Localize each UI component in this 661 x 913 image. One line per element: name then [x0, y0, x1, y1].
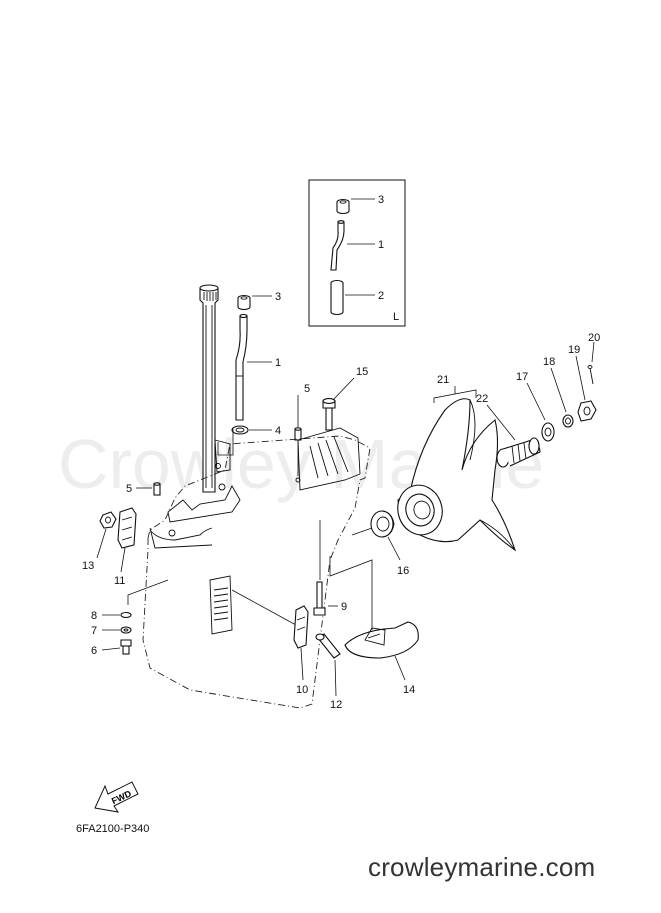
- anode-11: [117, 507, 137, 549]
- nut-13: [99, 511, 117, 529]
- diagram-code: 6FA2100-P340: [76, 823, 149, 835]
- callout-main-13: 13: [82, 560, 94, 572]
- inset-label: L: [393, 311, 399, 323]
- callout-main-20: 20: [588, 332, 600, 344]
- washer-8: [120, 611, 132, 619]
- site-url: crowleymarine.com: [368, 852, 596, 882]
- callout-inset-2: 2: [378, 290, 384, 302]
- washer-7: [120, 626, 132, 634]
- callout-main-3: 3: [275, 291, 281, 303]
- trim-tab-14: [344, 621, 419, 659]
- callout-main-22: 22: [476, 393, 488, 405]
- water-tube-cap: [237, 294, 251, 311]
- washer-18: [562, 414, 574, 428]
- callout-main-5-left: 5: [126, 483, 132, 495]
- bolt-12: [315, 633, 341, 659]
- callout-main-11: 11: [114, 575, 125, 587]
- callout-main-8: 8: [91, 610, 97, 622]
- callout-inset-3: 3: [378, 194, 384, 206]
- inset-box: 3 1 2 L: [308, 179, 406, 327]
- water-tube: [235, 313, 248, 421]
- inset-cap: [336, 198, 350, 215]
- callout-inset-1: 1: [378, 239, 384, 251]
- bolt-15: [322, 398, 336, 431]
- inset-tube: [330, 220, 345, 271]
- callout-main-17: 17: [516, 371, 528, 383]
- callout-main-15: 15: [356, 366, 368, 378]
- lower-case: [142, 427, 371, 709]
- callout-main-21: 21: [437, 374, 449, 386]
- callout-main-7: 7: [91, 625, 97, 637]
- washer-17: [541, 422, 555, 442]
- cotter-pin-20: [587, 365, 594, 385]
- inset-sleeve: [330, 279, 344, 316]
- callout-main-14: 14: [403, 684, 415, 696]
- nut-19: [577, 400, 597, 422]
- callout-main-16: 16: [397, 565, 409, 577]
- driveshaft: [199, 284, 219, 493]
- callout-main-12: 12: [330, 699, 342, 711]
- spacer: [496, 437, 541, 468]
- callout-main-5-upper: 5: [304, 383, 310, 395]
- fwd-arrow-icon: FWD: [94, 781, 139, 813]
- bolt-9: [313, 581, 326, 616]
- callout-main-6: 6: [91, 645, 97, 657]
- callout-main-4: 4: [275, 425, 281, 437]
- anode-10: [293, 605, 309, 649]
- callout-main-9: 9: [341, 601, 347, 613]
- dowel-pin-upper: [294, 427, 302, 441]
- callout-main-18: 18: [543, 356, 555, 368]
- seal-16: [370, 510, 395, 538]
- callout-main-10: 10: [296, 684, 308, 696]
- callout-main-19: 19: [568, 344, 580, 356]
- grommet: [231, 425, 249, 435]
- bolt-6: [120, 639, 132, 655]
- callout-main-1: 1: [275, 357, 281, 369]
- dowel-pin-left: [153, 482, 161, 496]
- propeller: [397, 398, 517, 552]
